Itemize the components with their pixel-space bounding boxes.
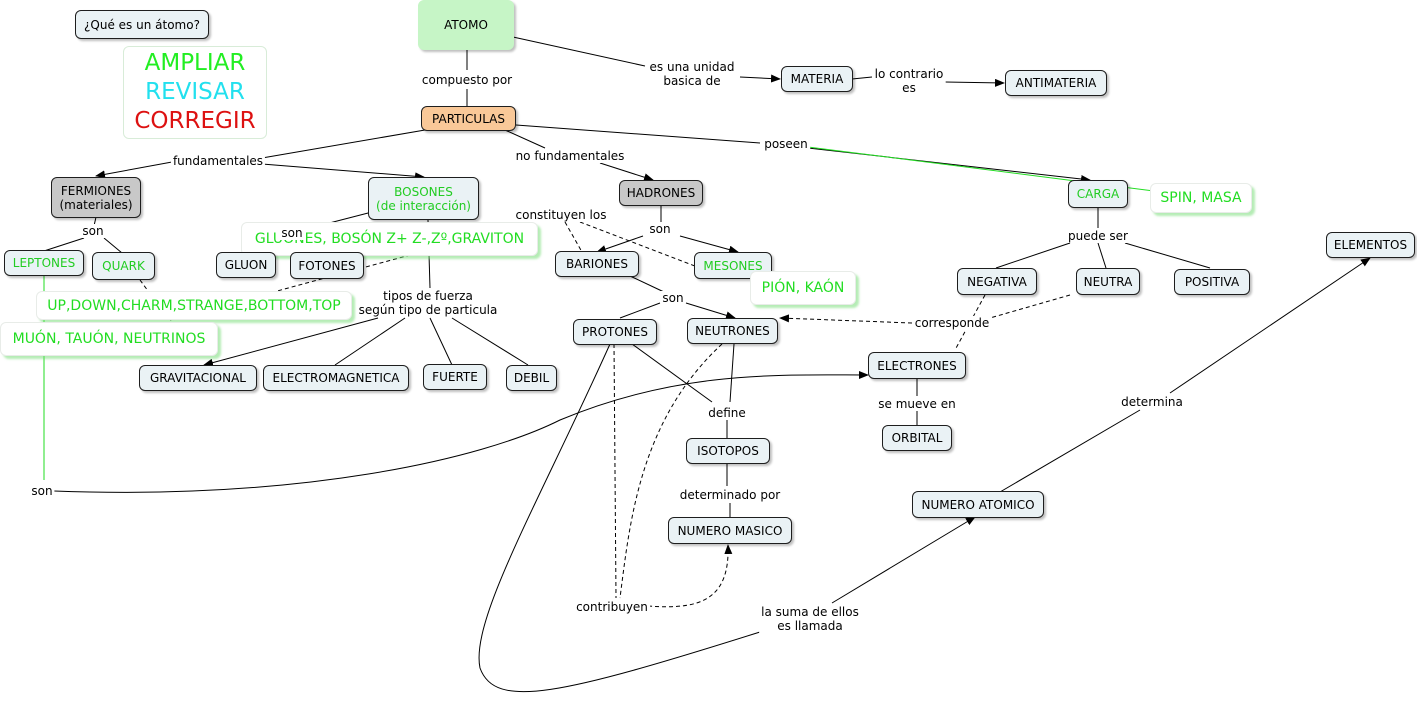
line-son-protones xyxy=(619,302,661,319)
link-suma: la suma de ellos es llamada xyxy=(759,605,861,633)
link-son-hadrones: son xyxy=(647,222,673,236)
line-puede-positiva xyxy=(1124,242,1211,269)
node-spin-masa[interactable]: SPIN, MASA xyxy=(1150,183,1252,213)
dash-constituyen-bariones xyxy=(564,221,583,253)
node-carga[interactable]: CARGA xyxy=(1068,180,1128,208)
node-hadrones[interactable]: HADRONES xyxy=(619,180,703,206)
node-muon-list[interactable]: MUÓN, TAUÓN, NEUTRINOS xyxy=(0,322,218,356)
question-node[interactable]: ¿Qué es un átomo? xyxy=(75,10,209,39)
link-contribuyen: contribuyen xyxy=(574,600,650,614)
node-bosones[interactable]: BOSONES (de interacción) xyxy=(368,177,479,220)
node-gravitacional[interactable]: GRAVITACIONAL xyxy=(139,365,257,391)
dash-protones-contribuyen xyxy=(613,343,617,599)
line-determina-elementos xyxy=(1169,257,1371,394)
legend-box: AMPLIAR REVISAR CORREGIR xyxy=(123,46,267,139)
node-positiva[interactable]: POSITIVA xyxy=(1174,269,1250,295)
line-atomico-determina xyxy=(999,409,1141,493)
node-gluon[interactable]: GLUON xyxy=(216,252,276,278)
line-neutrones-define xyxy=(729,343,735,403)
line-puede-negativa xyxy=(995,242,1071,269)
node-antimateria[interactable]: ANTIMATERIA xyxy=(1005,70,1107,96)
line-tipos-fuerte xyxy=(429,317,453,366)
link-determina: determina xyxy=(1119,395,1185,409)
node-neutrones[interactable]: NEUTRONES xyxy=(687,318,778,344)
line-particulas-fundamentales xyxy=(261,129,426,159)
line-tipos-electromagnetica xyxy=(334,317,406,366)
node-quark[interactable]: QUARK xyxy=(92,252,155,280)
link-define: define xyxy=(706,406,748,420)
node-numero-atomico[interactable]: NUMERO ATOMICO xyxy=(912,491,1044,518)
node-fermiones[interactable]: FERMIONES (materiales) xyxy=(51,177,141,218)
link-poseen: poseen xyxy=(762,137,810,151)
node-fuerte[interactable]: FUERTE xyxy=(423,364,487,390)
line-unidad-materia xyxy=(739,74,781,83)
line-puede-neutra xyxy=(1097,242,1107,269)
dash-neutrones-contribuyen xyxy=(619,343,723,599)
link-lo-contrario: lo contrario es xyxy=(872,67,946,95)
link-constituyen: constituyen los xyxy=(513,208,609,222)
node-quark-list[interactable]: UP,DOWN,CHARM,STRANGE,BOTTOM,TOP xyxy=(36,291,352,320)
link-unidad-basica: es una unidad basica de xyxy=(647,60,737,88)
node-materia[interactable]: MATERIA xyxy=(781,66,853,92)
node-atomo[interactable]: ATOMO xyxy=(418,0,514,50)
link-puede-ser: puede ser xyxy=(1066,229,1130,243)
link-son-bosones: son xyxy=(279,226,305,240)
line-particulas-nofund xyxy=(504,129,546,149)
line-materia-contrario xyxy=(851,76,873,80)
node-pion-kaon[interactable]: PIÓN, KAÓN xyxy=(750,271,856,305)
dash-constituyen-mesones xyxy=(579,221,701,269)
line-atomo-unidad xyxy=(512,36,646,67)
link-corresponde: corresponde xyxy=(912,316,992,330)
dash-contribuyen-masico xyxy=(647,544,733,608)
node-numero-masico[interactable]: NUMERO MASICO xyxy=(668,517,792,544)
line-bariones-son xyxy=(629,275,665,293)
link-tipos-fuerza: tipos de fuerza según tipo de particula xyxy=(356,289,500,317)
node-orbital[interactable]: ORBITAL xyxy=(882,425,952,451)
line-son-quark xyxy=(103,237,123,254)
node-protones[interactable]: PROTONES xyxy=(573,319,657,345)
line-son-bariones xyxy=(596,235,644,253)
legend-corregir: CORREGIR xyxy=(134,108,256,134)
line-son-neutrones xyxy=(685,302,736,320)
line-suma-atomico xyxy=(831,516,976,604)
line-son-mesones xyxy=(679,235,739,254)
line-protones-suma xyxy=(478,343,761,693)
line-son-electrones xyxy=(53,370,869,493)
node-neutra[interactable]: NEUTRA xyxy=(1076,268,1140,295)
line-fundamentales-bosones xyxy=(261,163,425,181)
node-electromagnetica[interactable]: ELECTROMAGNETICA xyxy=(263,365,409,391)
link-no-fundamentales: no fundamentales xyxy=(513,149,627,163)
link-compuesto-por: compuesto por xyxy=(419,73,515,87)
link-son-bariones: son xyxy=(660,291,686,305)
legend-revisar: REVISAR xyxy=(145,79,245,105)
line-nofund-hadrones xyxy=(599,162,654,182)
link-son-leptones: son xyxy=(29,484,55,498)
node-fotones[interactable]: FOTONES xyxy=(290,252,364,279)
line-fundamentales-fermiones xyxy=(95,161,173,179)
node-isotopos[interactable]: ISOTOPOS xyxy=(686,438,770,464)
link-son-fermiones: son xyxy=(80,224,106,238)
line-son-leptones xyxy=(43,237,85,252)
line-tipos-gravitacional xyxy=(203,317,379,367)
node-mesones[interactable]: MESONES xyxy=(694,252,772,279)
line-tipos-debil xyxy=(451,317,529,366)
link-fundamentales: fundamentales xyxy=(170,154,266,168)
link-se-mueve: se mueve en xyxy=(876,397,958,411)
line-contrario-antimateria xyxy=(944,78,1005,87)
dash-corresponde-neutrones xyxy=(779,314,913,324)
node-electrones[interactable]: ELECTRONES xyxy=(868,352,966,379)
node-leptones[interactable]: LEPTONES xyxy=(4,250,84,276)
node-particulas[interactable]: PARTICULAS xyxy=(421,106,516,131)
node-negativa[interactable]: NEGATIVA xyxy=(957,268,1037,295)
link-determinado: determinado por xyxy=(677,488,783,502)
node-elementos[interactable]: ELEMENTOS xyxy=(1326,232,1415,258)
node-bariones[interactable]: BARIONES xyxy=(555,251,639,277)
node-debil[interactable]: DEBIL xyxy=(506,365,557,391)
legend-ampliar: AMPLIAR xyxy=(144,50,246,76)
dash-neutra-corresponde xyxy=(989,294,1071,319)
line-protones-define xyxy=(631,343,713,403)
line-particulas-poseen xyxy=(515,124,761,144)
